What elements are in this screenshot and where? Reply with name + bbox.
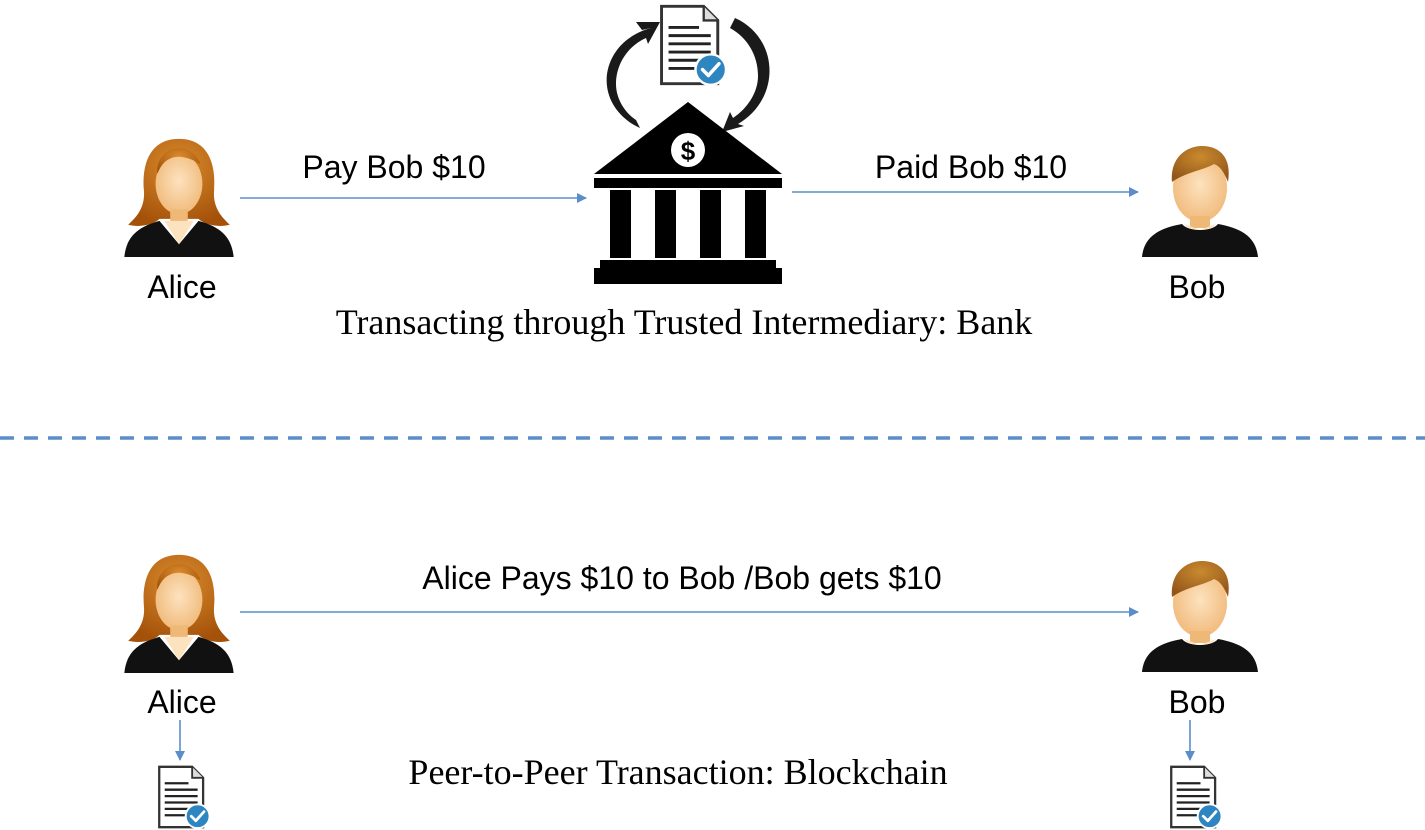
bottom-receiver-label: Bob	[1169, 684, 1226, 720]
bank-icon: $	[594, 102, 782, 284]
transfer-label: Alice Pays $10 to Bob /Bob gets $10	[422, 560, 941, 596]
circular-arrows-icon	[606, 18, 770, 132]
verified-document-icon	[1169, 765, 1223, 829]
bank-dollar-symbol: $	[681, 136, 696, 166]
bottom-section: Alice Alice Pays $10 to Bob /Bob gets $1…	[124, 554, 1258, 829]
man-user-icon	[1142, 146, 1258, 257]
result-label: Paid Bob $10	[875, 149, 1067, 185]
top-receiver-label: Bob	[1169, 269, 1226, 305]
verified-document-icon	[659, 4, 728, 86]
woman-user-icon	[124, 554, 234, 673]
bottom-caption: Peer-to-Peer Transaction: Blockchain	[408, 752, 947, 792]
verified-document-icon	[157, 765, 211, 829]
top-section: Alice Pay Bob $10 $ Paid Bob $10 Bob Tra…	[124, 4, 1258, 342]
man-user-icon	[1142, 561, 1258, 672]
top-caption: Transacting through Trusted Intermediary…	[336, 302, 1033, 342]
top-sender-label: Alice	[147, 269, 216, 305]
bottom-sender-label: Alice	[147, 684, 216, 720]
woman-user-icon	[124, 138, 234, 257]
request-label: Pay Bob $10	[302, 149, 485, 185]
